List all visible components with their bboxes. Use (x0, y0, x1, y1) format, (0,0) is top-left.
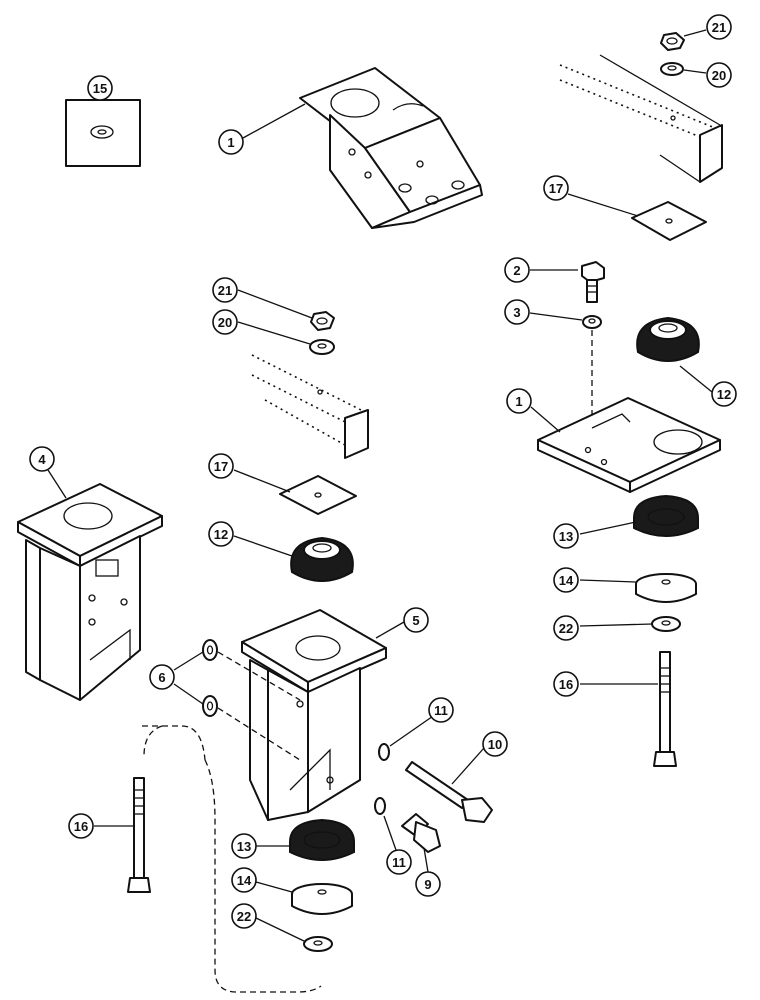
callout-12-middle: 12 (208, 521, 234, 547)
washer-14-right (635, 573, 697, 603)
washer-22-right (651, 616, 681, 632)
axis-line-6a (217, 651, 301, 701)
callout-10: 10 (482, 731, 508, 757)
bolt-9 (401, 813, 441, 853)
washer-3 (582, 315, 602, 329)
callout-17-upper: 17 (543, 175, 569, 201)
washer-14-lower (291, 883, 353, 915)
callout-22-right-label: 22 (559, 621, 573, 636)
callout-15-label: 15 (93, 81, 107, 96)
callout-21-middle: 21 (212, 277, 238, 303)
plate-17-upper (631, 201, 707, 241)
bolt-16-right (653, 651, 677, 767)
mount-13-lower (289, 818, 355, 861)
callout-22-right: 22 (553, 615, 579, 641)
part-5-bracket (241, 609, 387, 821)
callout-6: 6 (149, 664, 175, 690)
callout-1-upper: 1 (218, 129, 244, 155)
callout-16-right: 16 (553, 671, 579, 697)
callout-13-lower: 13 (231, 833, 257, 859)
callout-22-lower: 22 (231, 903, 257, 929)
callout-3: 3 (504, 299, 530, 325)
callout-14-lower: 14 (231, 867, 257, 893)
part-15-plate (65, 99, 141, 167)
callout-4: 4 (29, 446, 55, 472)
washer-20-middle (309, 339, 335, 355)
callout-12-upper-label: 12 (717, 387, 731, 402)
callout-13-lower-label: 13 (237, 839, 251, 854)
nut-21-top (660, 32, 685, 51)
callout-2: 2 (504, 257, 530, 283)
lockwasher-11-upper (378, 743, 390, 761)
mount-13-right (633, 494, 699, 537)
washer-22-lower (303, 936, 333, 952)
callout-9: 9 (415, 871, 441, 897)
callout-16-right-label: 16 (559, 677, 573, 692)
nut-21-middle (310, 311, 335, 331)
callout-11-lower: 11 (386, 849, 412, 875)
callout-15: 15 (87, 75, 113, 101)
callout-6-label: 6 (158, 670, 165, 685)
callout-14-lower-label: 14 (237, 873, 252, 888)
washer-6-bottom (202, 695, 218, 717)
callout-1-upper-label: 1 (227, 135, 234, 150)
part-1-lower-plate (537, 397, 721, 493)
callout-11-upper-label: 11 (434, 703, 448, 718)
callout-11-lower-label: 11 (392, 855, 406, 870)
callout-20-top: 20 (706, 62, 732, 88)
bolt-16-left (127, 777, 151, 893)
callout-4-label: 4 (38, 452, 46, 467)
plate-17-middle (279, 475, 357, 515)
callout-17-middle-label: 17 (214, 459, 228, 474)
middle-frame-tube (251, 354, 369, 459)
callout-14-right-label: 14 (559, 573, 574, 588)
part-1-upper-bracket (299, 67, 483, 229)
callout-12-middle-label: 12 (214, 527, 228, 542)
callout-14-right: 14 (553, 567, 579, 593)
callout-16-left-label: 16 (74, 819, 88, 834)
callout-13-right-label: 13 (559, 529, 573, 544)
callout-21-top: 21 (706, 14, 732, 40)
callout-11-upper: 11 (428, 697, 454, 723)
callout-16-left: 16 (68, 813, 94, 839)
callout-1-lower: 1 (506, 388, 532, 414)
callout-22-lower-label: 22 (237, 909, 251, 924)
mount-12-upper (636, 316, 700, 362)
callout-13-right: 13 (553, 523, 579, 549)
axis-line-6b (217, 707, 301, 761)
callout-10-label: 10 (488, 737, 502, 752)
mount-12-middle (290, 536, 354, 582)
bolt-2 (581, 261, 605, 303)
callout-20-top-label: 20 (712, 68, 726, 83)
callout-17-middle: 17 (208, 453, 234, 479)
callout-21-middle-label: 21 (218, 283, 232, 298)
callout-5: 5 (403, 607, 429, 633)
callout-5-label: 5 (412, 613, 419, 628)
callout-21-top-label: 21 (712, 20, 726, 35)
callout-17-upper-label: 17 (549, 181, 563, 196)
callout-20-middle-label: 20 (218, 315, 232, 330)
leader-lines (47, 29, 713, 943)
assembly-path-line-top (142, 725, 206, 761)
washer-20-top (660, 62, 684, 76)
callout-12-upper: 12 (711, 381, 737, 407)
part-4-bracket (17, 483, 163, 701)
assembly-path-line (143, 725, 322, 993)
callout-2-label: 2 (513, 263, 520, 278)
washer-6-top (202, 639, 218, 661)
bolt-10 (405, 761, 493, 823)
callout-3-label: 3 (513, 305, 520, 320)
upper-frame-tube (559, 54, 723, 183)
callout-20-middle: 20 (212, 309, 238, 335)
lockwasher-11-lower (374, 797, 386, 815)
callout-1-lower-label: 1 (515, 394, 522, 409)
callout-9-label: 9 (424, 877, 431, 892)
